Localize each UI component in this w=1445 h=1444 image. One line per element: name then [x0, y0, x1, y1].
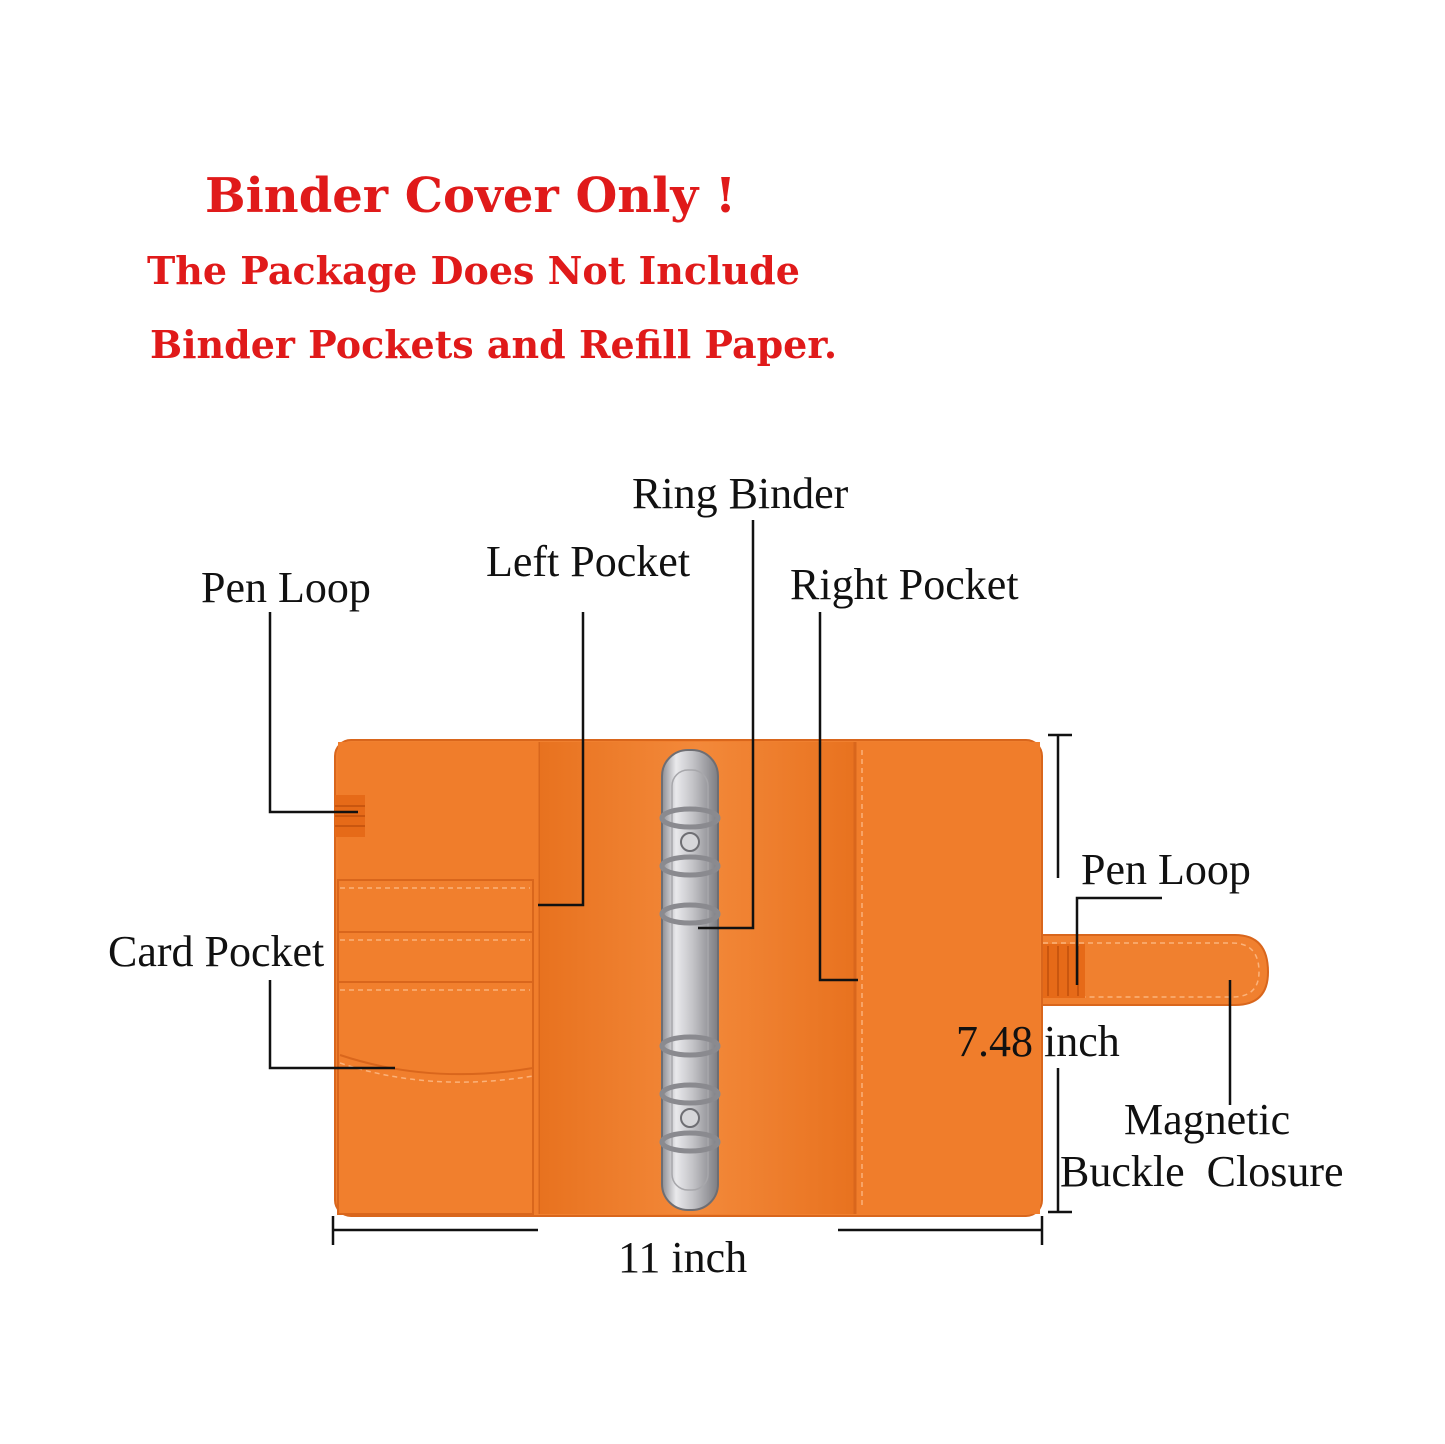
- label-pen-loop-left: Pen Loop: [201, 563, 371, 612]
- callout-leader-lines: [268, 520, 1232, 1105]
- notice-line-1: The Package Does Not Include: [147, 248, 800, 293]
- label-right-pocket: Right Pocket: [790, 560, 1019, 609]
- label-buckle-closure: Buckle Closure: [1060, 1147, 1344, 1196]
- label-height-dimension: 7.48 inch: [956, 1017, 1120, 1066]
- label-pen-loop-right: Pen Loop: [1081, 845, 1251, 894]
- label-card-pocket: Card Pocket: [108, 927, 325, 976]
- label-width-dimension: 11 inch: [618, 1233, 748, 1282]
- notice-line-2: Binder Pockets and Refill Paper.: [150, 322, 838, 367]
- dimension-lines: [331, 733, 1072, 1245]
- notice-title: Binder Cover Only !: [205, 168, 737, 224]
- ring-binder-mechanism: [659, 749, 721, 1211]
- label-magnetic: Magnetic: [1124, 1095, 1291, 1144]
- label-left-pocket: Left Pocket: [486, 537, 691, 586]
- label-ring-binder: Ring Binder: [632, 469, 849, 518]
